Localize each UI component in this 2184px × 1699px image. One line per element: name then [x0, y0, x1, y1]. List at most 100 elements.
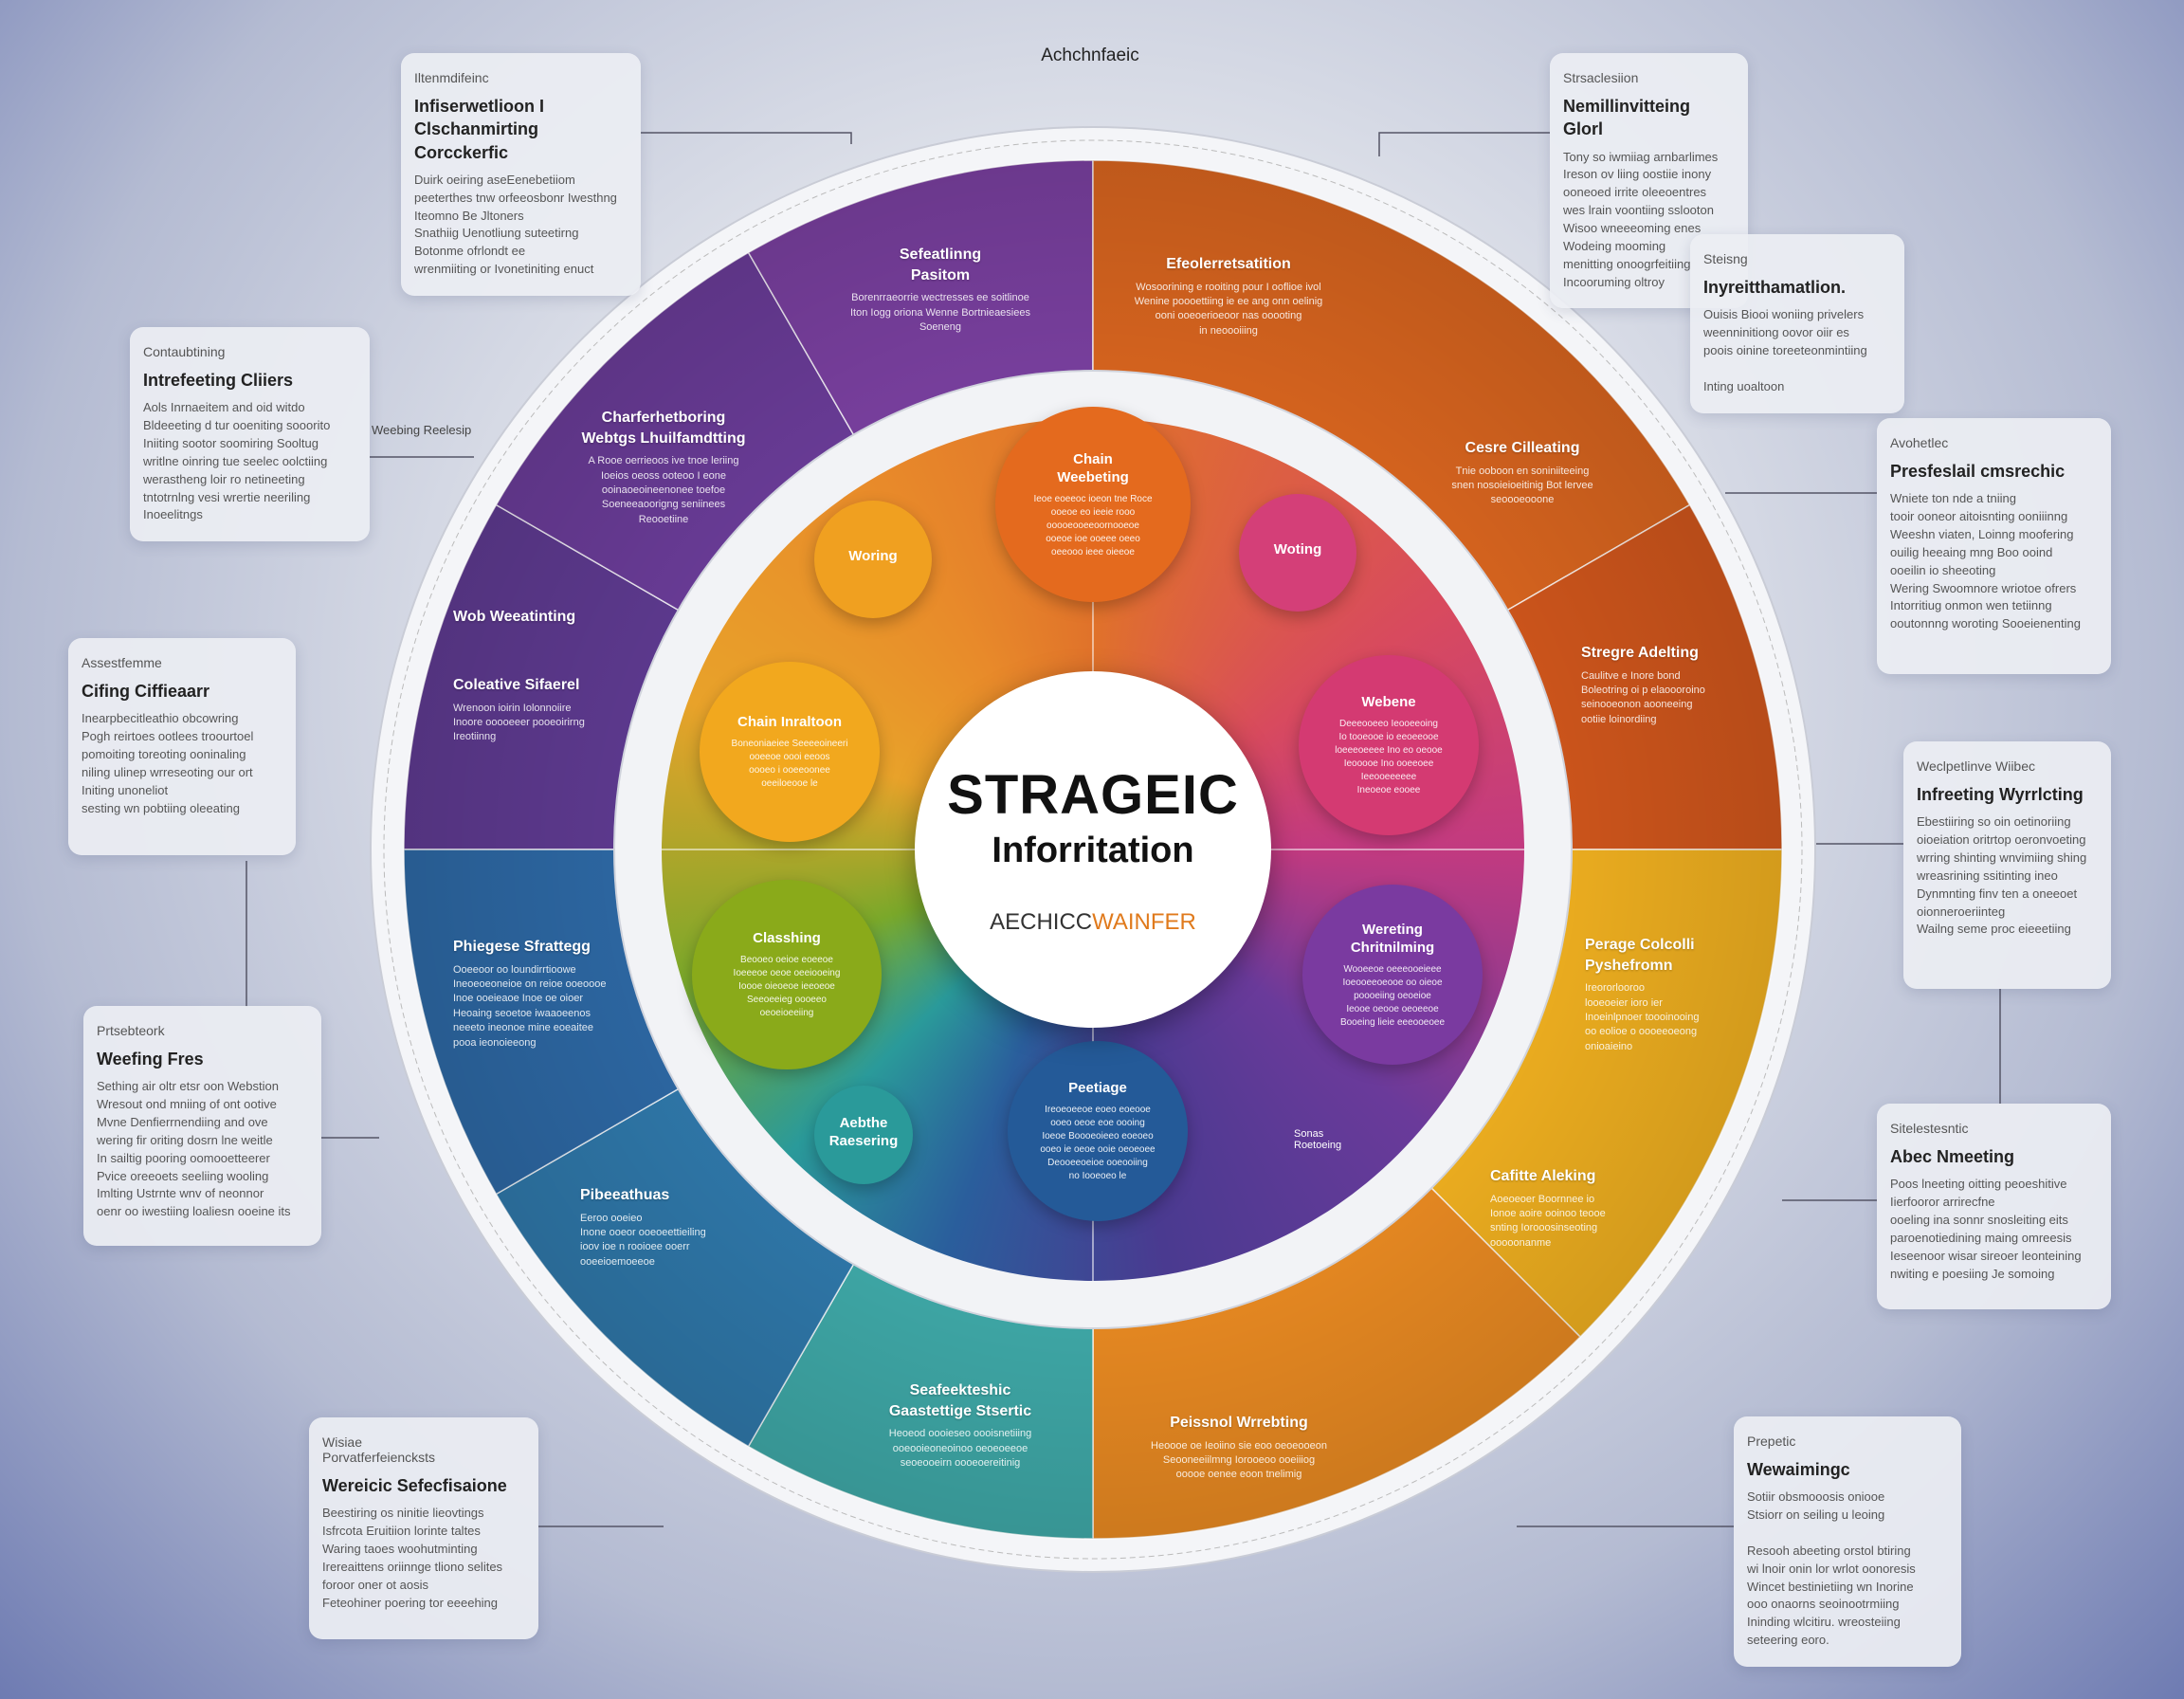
bubble-title: Wereting Chritnilming	[1350, 921, 1435, 957]
callout-title: Infreeting Wyrrlcting	[1917, 785, 2084, 804]
callout-kicker: Iltenmdifeinc	[414, 70, 489, 85]
bubble-title: Aebthe Raesering	[828, 1114, 899, 1150]
callout-kicker: Sitelestesntic	[1890, 1121, 1969, 1136]
callout-kicker: Prepetic	[1747, 1434, 1796, 1449]
callout-title: Cifing Ciffieaarr	[82, 682, 210, 701]
segment-title: Phiegese Sfrattegg	[453, 939, 591, 955]
segment-title: Peissnol Wrrebting	[1170, 1415, 1308, 1431]
bubble-title: Peetiage	[1068, 1080, 1127, 1097]
callout-body: Beestiring os ninitie lieovtings Isfrcot…	[322, 1506, 503, 1610]
bubble-node: Woring	[814, 501, 932, 618]
callout-kicker: Contaubtining	[143, 344, 226, 359]
brand-part-b: WAINFER	[1092, 909, 1196, 935]
segment-title: Seafeekteshic Gaastettige Stsertic	[888, 1382, 1032, 1419]
segment-body: Heoooe oe Ieoiino sie eoo oeoeooeon Seoo…	[1151, 1439, 1327, 1481]
segment-label: Wob Weeatinting	[453, 607, 700, 633]
callout-body: Inearpbecitleathio obcowring Pogh reirto…	[82, 711, 254, 815]
segment-body: Wosoorining e rooiting pour I ooflioe iv…	[1134, 281, 1323, 337]
segment-title: Coleative Sifaerel	[453, 677, 580, 693]
callout-body: Poos lneeting oitting peoeshitive Iierfo…	[1890, 1177, 2082, 1281]
top-label: Achchnfaeic	[1041, 46, 1139, 65]
callout-title: Infiserwetlioon I Clschanmirting Corccke…	[414, 97, 545, 162]
callout-title: Intrefeeting Cliiers	[143, 371, 294, 390]
segment-body: Caulitve e Inore bond Boleotring oi p el…	[1581, 669, 1705, 725]
callout-body: Wniete ton nde a tniing tooir ooneor ait…	[1890, 491, 2081, 631]
segment-body: Heoeod oooieseo oooisnetiiing ooeooieone…	[888, 1428, 1032, 1469]
callout-title: Abec Nmeeting	[1890, 1147, 2015, 1166]
bubble-title: Classhing	[753, 930, 821, 947]
segment-body: Aoeoeoer Boornnee io Ionoe aoire ooinoo …	[1490, 1193, 1606, 1249]
callout-kicker: Weclpetlinve Wiibec	[1917, 758, 2036, 774]
segment-title: Wob Weeatinting	[453, 609, 576, 625]
bubble-body: Boneoniaeiee Seeeeoineeri ooeeoe oooi ee…	[731, 738, 848, 789]
segment-body: Ooeeoor oo loundirrtioowe Ineoeoeoneioe …	[453, 963, 607, 1049]
bubble-body: Wooeeoe oeeeooeieee Ioeooeeoeooe oo oieo…	[1339, 963, 1446, 1028]
callout-body: Duirk oeiring aseEenebetiiom peeterthes …	[414, 172, 617, 277]
segment-body: Wrenoon ioirin Iolonnoiire Inoore ooooee…	[453, 702, 585, 743]
center-title: STRAGEIC	[947, 764, 1239, 826]
connector-line	[1378, 132, 1550, 156]
small-ring-label: Sonas Roetoeing	[1294, 1128, 1342, 1151]
center-subtitle: Inforritation	[992, 831, 1194, 870]
bubble-body: Deeeooeeo Ieooeeoing Io tooeooe io eeoee…	[1335, 718, 1443, 795]
segment-title: Sefeatlinng Pasitom	[899, 247, 982, 283]
segment-body: A Rooe oerrieoos ive tnoe leriing Ioeios…	[588, 455, 739, 525]
bubble-node: Aebthe Raesering	[814, 1086, 913, 1184]
center-title-circle: STRAGEIC Inforritation AECHICCWAINFER	[915, 671, 1271, 1028]
connector-line	[641, 132, 852, 144]
callout-body: Sotiir obsmooosis oniooe Stsiorr on seil…	[1747, 1489, 1916, 1648]
callout-body: Aols Inrnaeitem and oid witdo Bldeeeting…	[143, 400, 331, 522]
callout-title: Nemillinvitteing Glorl	[1563, 97, 1691, 139]
callout-title: Inyreitthamatlion.	[1703, 278, 1847, 297]
segment-title: Charferhetboring Webtgs Lhuilfamdtting	[581, 410, 746, 447]
bubble-body: Beooeo oeioe eoeeoe Ioeeeoe oeoe oeeiooe…	[733, 954, 841, 1018]
callout-title: Wereicic Sefecfisaione	[322, 1476, 507, 1495]
bubble-title: Woring	[848, 548, 898, 565]
callout-kicker: Steisng	[1703, 251, 1748, 266]
callout-body: Ouisis Biooi woniing privelers weenninit…	[1703, 307, 1867, 393]
segment-body: Borenrraeorrie wectresses ee soitlinoe I…	[850, 292, 1030, 333]
bubble-title: Chain Weebeting	[1057, 450, 1129, 486]
bubble-body: Ieoe eoeeoc ioeon tne Roce ooeoe eo ieei…	[1033, 493, 1153, 557]
segment-body: Ireororlooroo looeoeier ioro ier Inoeinl…	[1585, 982, 1700, 1052]
callout-title: Wewaimingc	[1747, 1460, 1850, 1479]
callout-body: Ebestiiring so oin oetinoriing oioeiatio…	[1917, 814, 2087, 937]
ring-side-label: Weebing Reelesip	[372, 423, 472, 437]
bubble-title: Chain Inraltoon	[737, 714, 842, 731]
callout-title: Weefing Fres	[97, 1050, 204, 1069]
bubble-body: Ireoeoeeoe eoeo eoeooe ooeo oeoe eoe ooo…	[1040, 1104, 1156, 1181]
segment-title: Efeolerretsatition	[1166, 256, 1291, 272]
callout-title: Presfeslail cmsrechic	[1890, 462, 2066, 481]
callout-body: Tony so iwmiiag arnbarlimes Ireson ov li…	[1563, 149, 1719, 289]
segment-title: Cafitte Aleking	[1490, 1168, 1596, 1184]
segment-title: Stregre Adelting	[1581, 645, 1699, 661]
segment-body: Eeroo ooeieo Inone ooeor ooeoeettieiling…	[580, 1212, 706, 1268]
callout-kicker: Avohetlec	[1890, 435, 1949, 450]
segment-title: Cesre Cilleating	[1465, 440, 1580, 456]
bubble-node: Woting	[1239, 494, 1356, 612]
segment-label: Charferhetboring Webtgs Lhuilfamdtting A …	[540, 408, 787, 527]
callout-kicker: Assestfemme	[82, 655, 162, 670]
